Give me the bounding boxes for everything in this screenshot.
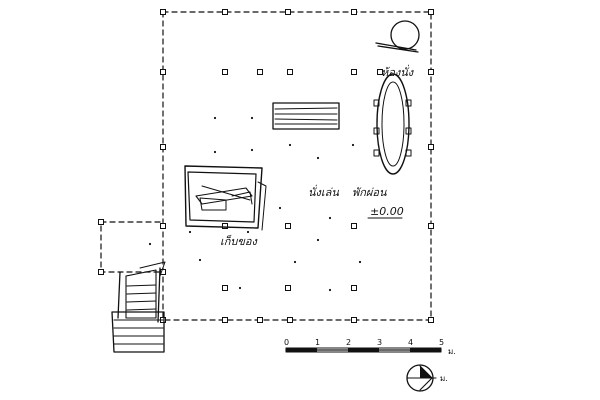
column-post-marker [222,69,228,75]
floor-dot [250,116,254,120]
floor-dot [358,260,362,264]
scale-unit-label: ม. [448,347,456,356]
column-post-marker [428,223,434,229]
column-post-marker [160,223,166,229]
label-level: ±0.00 [370,205,404,218]
floor-dot [278,206,282,210]
label-lounge-right: พักผ่อน [352,186,387,199]
column-post-marker [222,223,228,229]
floor-dot [328,288,332,292]
column-post-marker [257,317,263,323]
column-post-marker [160,69,166,75]
column-post-marker [285,285,291,291]
label-table-area: ห้องนั่ง [381,64,415,79]
floor-dot [250,148,254,152]
staircase-symbol [111,261,166,353]
column-posts [98,9,434,323]
scale-tick-label: 1 [315,338,320,347]
floor-dots [148,116,362,292]
column-post-marker [160,9,166,15]
label-storage: เก็บของ [220,234,259,248]
scale-tick-label: 5 [439,338,444,347]
column-post-marker [351,223,357,229]
column-post-marker [351,69,357,75]
floor-dot [351,143,355,147]
column-post-marker [285,223,291,229]
scale-segment [286,348,317,352]
bench-symbol [272,102,340,130]
floor-dot [213,150,217,154]
scale-segment [410,348,441,352]
column-post-marker [222,285,228,291]
scale-tick-label: 3 [377,338,382,347]
column-post-marker [351,317,357,323]
building-outline [100,11,432,321]
column-post-marker [287,317,293,323]
dining-table [373,73,412,175]
floor-dot [328,216,332,220]
north-unit-label: ม. [440,374,448,383]
label-lounge-left: นั่งเล่น [308,184,339,199]
floor-dot [198,258,202,262]
floor-dot [316,156,320,160]
column-post-marker [351,9,357,15]
daybed-symbol [184,165,267,231]
column-post-marker [222,317,228,323]
column-post-marker [285,9,291,15]
scale-segment [348,348,379,352]
column-post-marker [377,69,383,75]
column-post-marker [428,9,434,15]
scale-tick-label: 2 [346,338,351,347]
column-post-marker [98,219,104,225]
floor-dot [188,230,192,234]
column-post-marker [160,144,166,150]
column-post-marker [428,144,434,150]
floor-dot [148,242,152,246]
floor-dot [293,260,297,264]
column-post-marker [222,9,228,15]
column-post-marker [98,269,104,275]
floor-dot [316,238,320,242]
column-post-marker [428,317,434,323]
floor-dot [238,286,242,290]
scale-bar: 0 1 2 3 4 5 ม. [284,338,456,356]
scale-tick-label: 4 [408,338,413,347]
column-post-marker [257,69,263,75]
column-post-marker [287,69,293,75]
north-arrow-icon: ม. [406,364,448,392]
floor-dot [246,230,250,234]
column-post-marker [351,285,357,291]
column-post-marker [428,69,434,75]
floor-dot [288,143,292,147]
scale-tick-label: 0 [284,338,289,347]
floor-dot [213,116,217,120]
water-jar-symbol [375,20,420,53]
